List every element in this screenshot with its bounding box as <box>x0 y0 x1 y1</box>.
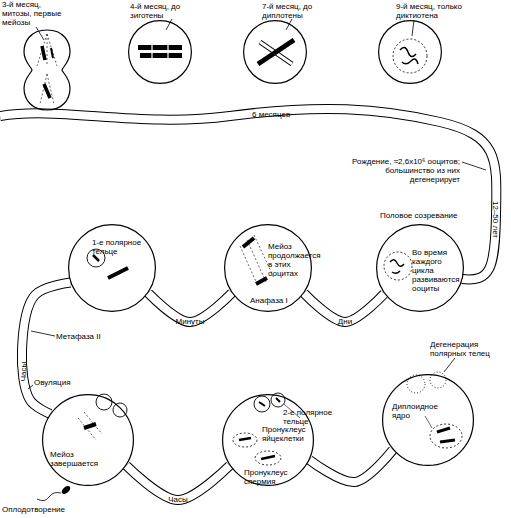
pointer-line <box>166 19 172 30</box>
ribbon-edge <box>22 283 71 414</box>
cell-outline <box>43 395 134 486</box>
cell-outline <box>68 224 156 312</box>
cell-note: Во время каждого цикла развиваются ооцит… <box>412 248 462 293</box>
chromatin <box>390 260 404 274</box>
chromatin <box>400 47 418 64</box>
cell-caption: 1-е полярное тельце <box>92 238 162 256</box>
ribbon-inner <box>309 450 393 482</box>
pronucleus <box>233 433 257 447</box>
dividing-cell-outline <box>24 30 70 110</box>
degenerating-polar-body <box>407 375 425 393</box>
cell-note: Пронуклеус яйцеклетки <box>262 425 318 443</box>
ribbon-inner <box>126 466 229 500</box>
chromosome <box>42 46 45 60</box>
cell-circle: 7-й месяц, до диплотены <box>243 20 307 84</box>
cell-outline <box>243 20 307 84</box>
annotation: Метафаза II <box>56 332 116 341</box>
diploid-nucleus <box>430 424 462 448</box>
cell-outline <box>244 21 307 84</box>
sperm-head <box>60 484 72 495</box>
polar-body <box>113 403 127 417</box>
time-span-label: Часы <box>19 357 28 387</box>
time-span-label: Дни <box>330 317 360 326</box>
chromosome <box>437 428 455 442</box>
cell-caption: 3-й месяц, митозы, первые мейозы <box>2 0 64 27</box>
cell-outline <box>129 21 192 84</box>
polar-body <box>254 396 270 412</box>
chromosome-inner <box>260 42 292 64</box>
annotation: 12–50 лет <box>491 195 500 245</box>
chromosome <box>51 48 53 58</box>
timeline-ribbon <box>126 466 229 500</box>
chromosome <box>256 278 267 284</box>
cell-circle: Половое созреваниеВо время каждого цикла… <box>376 224 464 312</box>
cell-caption: Половое созревание <box>380 211 480 220</box>
cell-outline <box>382 374 474 466</box>
ribbon-inner <box>22 283 71 414</box>
annotation: Рождение, ≈2,6x10⁶ ооцитов; большинство … <box>348 157 460 184</box>
cell-circle: 4-й месяц, до зиготены <box>128 20 192 84</box>
cell-outline <box>128 20 192 84</box>
cell-caption: Мейоз завершается <box>50 450 104 468</box>
cell-circle: 9-й месяц, только диктиотена <box>378 20 442 84</box>
cell-note: Диплоидное ядро <box>392 402 438 420</box>
timeline-ribbon <box>22 283 71 414</box>
chromosome <box>138 45 182 50</box>
cell-circle: Дегенерация полярных телецДиплоидное ядр… <box>382 374 474 466</box>
cell-circle: Мейоз завершаетсяОплодотворение <box>42 394 134 486</box>
annotation: 6 месяцев <box>252 110 302 119</box>
pointer-line <box>412 20 414 36</box>
cell-outline <box>377 225 464 312</box>
cell-outline <box>383 375 474 466</box>
pointer-line <box>444 358 455 372</box>
sperm-tail <box>37 493 61 501</box>
cell-outline <box>379 21 442 84</box>
cell-note: Анафаза I <box>250 296 294 305</box>
cell-caption: 4-й месяц, до зиготены <box>130 2 190 20</box>
chromosome <box>140 53 182 58</box>
nucleus <box>393 39 427 73</box>
cell-outline <box>378 20 442 84</box>
spindle <box>40 74 54 104</box>
spindle <box>78 412 102 440</box>
spindle <box>37 34 57 66</box>
cell-outline <box>69 225 156 312</box>
cell-caption: 7-й месяц, до диплотены <box>262 2 322 20</box>
cell-note: Пронуклеус спермия <box>244 468 304 486</box>
pointer-line <box>31 331 55 336</box>
pronucleus <box>255 451 281 465</box>
pointer-line <box>425 416 432 428</box>
cell-outline <box>24 30 70 110</box>
chromosome <box>260 42 292 64</box>
cell-circle: 3-й месяц, митозы, первые мейозы <box>24 30 70 110</box>
timeline-ribbon <box>309 450 393 482</box>
cell-caption: 9-й месяц, только диктиотена <box>396 2 478 20</box>
nucleus <box>384 252 412 280</box>
cell-caption: 2-е полярное тельце <box>283 408 333 426</box>
cell-outline <box>42 394 134 486</box>
chromosome <box>108 268 128 278</box>
chromosome-band <box>152 45 168 58</box>
pointer-line <box>462 162 486 170</box>
chromosome <box>243 238 254 247</box>
cell-caption: Дегенерация полярных телец <box>430 340 505 358</box>
chromosome <box>239 438 251 440</box>
ribbon-edge <box>309 450 393 482</box>
pointer-line <box>28 385 33 389</box>
chromosome <box>84 424 96 428</box>
pointer-line <box>36 27 44 40</box>
ribbon-edge <box>126 466 229 500</box>
annotation: Овуляция <box>34 378 84 387</box>
cell-circle: Мейоз продолжается в этих ооцитахАнафаза… <box>224 224 312 312</box>
cell-caption: Мейоз продолжается в этих ооцитах <box>268 242 320 278</box>
chromosome <box>259 398 280 406</box>
time-span-label: Минуты <box>170 317 210 326</box>
time-span-label: Часы <box>158 495 198 504</box>
cell-note: Оплодотворение <box>2 505 82 514</box>
cell-circle: 2-е полярное тельцеПронуклеус яйцеклетки… <box>222 394 314 486</box>
chromosome <box>44 84 50 98</box>
chromosome <box>258 40 294 64</box>
chromosome <box>261 456 275 459</box>
cell-circle: 1-е полярное тельце <box>68 224 156 312</box>
